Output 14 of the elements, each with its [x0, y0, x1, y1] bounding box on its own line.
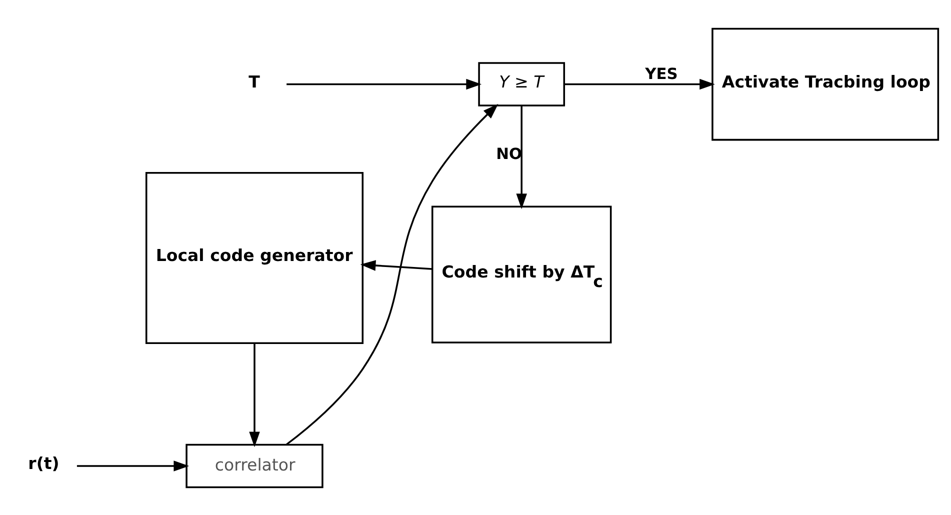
node-box: correlator: [186, 443, 324, 488]
node-box: Y ≥ T: [478, 62, 566, 106]
arrow: [360, 260, 432, 270]
arrow: [564, 78, 715, 90]
edge-label: YES: [645, 64, 678, 82]
node-box: Local code generator: [145, 172, 364, 344]
arrow: [76, 460, 190, 471]
node-text: r(t): [28, 454, 60, 473]
arrow: [516, 105, 527, 209]
arrow: [249, 342, 260, 447]
arrow: [286, 78, 482, 90]
arrow: [286, 103, 498, 445]
node-text: T: [248, 72, 260, 91]
node-box: Activate Tracbing loop: [712, 27, 940, 140]
